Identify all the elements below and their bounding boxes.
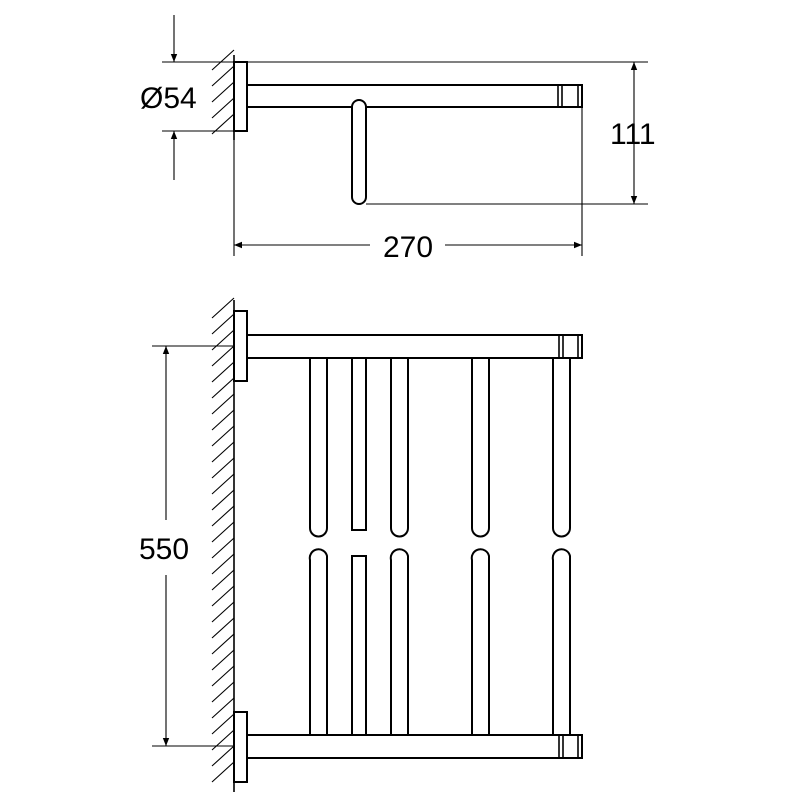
wall-hatch-top: [211, 49, 235, 135]
hatch-line: [211, 553, 235, 575]
rail-lower: [246, 734, 583, 759]
diameter-label: Ø54: [140, 82, 197, 115]
towel-rod-upper: [471, 357, 490, 538]
width-label: 270: [383, 231, 433, 264]
height-550-label: 550: [139, 533, 189, 566]
towel-rods: [308, 350, 571, 743]
hatch-line: [211, 745, 235, 767]
top-view: Ø54 111 270: [140, 15, 656, 264]
towel-rod-lower: [308, 548, 328, 736]
hatch-line: [211, 65, 235, 87]
hatch-line: [211, 441, 235, 463]
hatch-line: [211, 681, 235, 703]
towel-rod-lower: [551, 548, 571, 736]
hatch-line: [211, 537, 235, 559]
front-view: 550: [139, 297, 583, 792]
towel-rod-lower: [470, 548, 490, 736]
hatch-line: [211, 409, 235, 431]
towel-rod-upper: [309, 357, 328, 538]
wall-flange-top: [233, 61, 248, 132]
wall-flange-upper: [233, 310, 248, 382]
hatch-line: [211, 425, 235, 447]
hatch-line: [211, 649, 235, 671]
hatch-line: [211, 97, 235, 119]
height-label: 111: [610, 118, 656, 151]
hatch-line: [211, 361, 235, 383]
hatch-line: [211, 665, 235, 687]
hatch-line: [211, 297, 235, 319]
hatch-line: [211, 585, 235, 607]
towel-rod-lower: [389, 548, 409, 736]
hatch-line: [211, 81, 235, 103]
rail-upper: [246, 334, 583, 359]
hatch-line: [211, 377, 235, 399]
hatch-line: [211, 329, 235, 351]
hatch-line: [211, 473, 235, 495]
hatch-line: [211, 729, 235, 751]
hatch-line: [211, 49, 235, 71]
towel-rod-upper: [552, 357, 571, 538]
hatch-line: [211, 345, 235, 367]
hatch-line: [211, 489, 235, 511]
hatch-line: [211, 713, 235, 735]
hatch-line: [211, 457, 235, 479]
towel-rod-straight-lower: [351, 555, 367, 736]
wall-hatch-front: [211, 297, 235, 783]
hatch-line: [211, 601, 235, 623]
rail-top: [246, 84, 583, 108]
hatch-line: [211, 505, 235, 527]
hatch-line: [211, 617, 235, 639]
hatch-line: [211, 313, 235, 335]
towel-rod-upper: [390, 357, 409, 538]
hatch-line: [211, 697, 235, 719]
hatch-line: [211, 633, 235, 655]
towel-rod-straight-upper: [351, 357, 367, 531]
wall-flange-lower: [233, 711, 248, 783]
hatch-line: [211, 521, 235, 543]
hanging-rod-top: [351, 99, 367, 205]
hatch-line: [211, 761, 235, 783]
hatch-line: [211, 569, 235, 591]
hatch-line: [211, 393, 235, 415]
